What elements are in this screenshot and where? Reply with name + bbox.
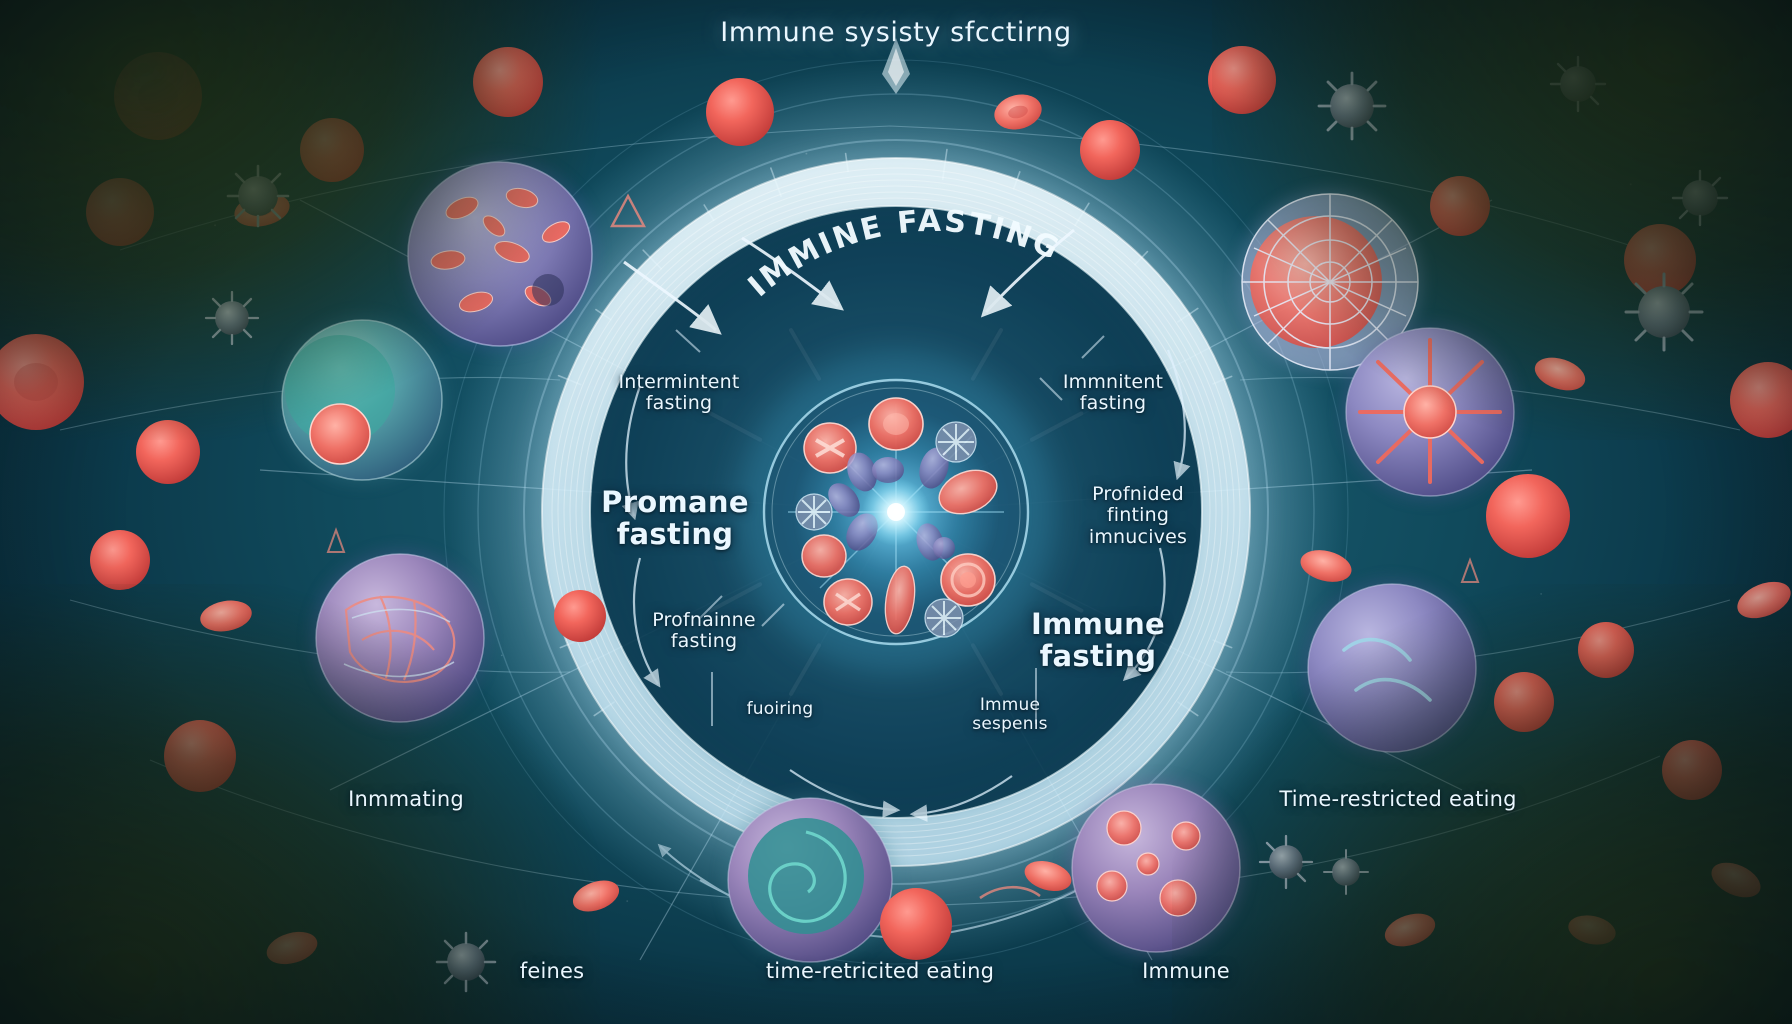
rbc-disc <box>1568 915 1616 945</box>
rbc <box>0 334 84 430</box>
rbc-disc <box>200 600 252 632</box>
rbc-disc <box>1534 357 1586 391</box>
virus-particle <box>1258 834 1314 890</box>
rbc-disc <box>1737 581 1791 619</box>
rbc-disc <box>266 931 318 965</box>
lymphocyte-teal-nucleus <box>278 316 446 484</box>
rbc <box>706 78 774 146</box>
rbc <box>86 178 154 246</box>
rbc <box>473 47 543 117</box>
spotted-cell <box>1068 780 1244 956</box>
rbc <box>1080 120 1140 180</box>
virus-particle <box>1549 55 1607 113</box>
rbc <box>114 52 202 140</box>
virus-particle <box>1624 272 1704 352</box>
rbc <box>90 530 150 590</box>
rbc <box>300 118 364 182</box>
virus-particle <box>1323 849 1369 895</box>
rbc <box>1624 224 1696 296</box>
lymphocyte-swirl-cell <box>724 794 896 966</box>
rbc <box>1208 46 1276 114</box>
virus-particle <box>226 164 290 228</box>
squiggle-cell <box>1304 580 1480 756</box>
virus-particle <box>204 290 260 346</box>
lymphocyte-network-cell <box>312 550 488 726</box>
rbc <box>554 590 606 642</box>
virus-particle <box>435 931 497 993</box>
rbc <box>1486 474 1570 558</box>
rbc <box>164 720 236 792</box>
rbc <box>880 888 952 960</box>
virus-particle <box>1671 169 1729 227</box>
rbc-disc <box>1711 862 1761 898</box>
central-cell-cluster <box>736 352 1056 672</box>
rbc <box>1578 622 1634 678</box>
rbc-disc <box>572 880 620 912</box>
rbc <box>1662 740 1722 800</box>
rbc <box>1494 672 1554 732</box>
spiked-star-cell <box>1342 324 1518 500</box>
virus-particle <box>1317 71 1387 141</box>
lymphocyte-with-rods <box>404 158 596 350</box>
rbc <box>1430 176 1490 236</box>
rbc <box>136 420 200 484</box>
rbc-disc <box>1384 913 1436 947</box>
rbc <box>1730 362 1792 438</box>
